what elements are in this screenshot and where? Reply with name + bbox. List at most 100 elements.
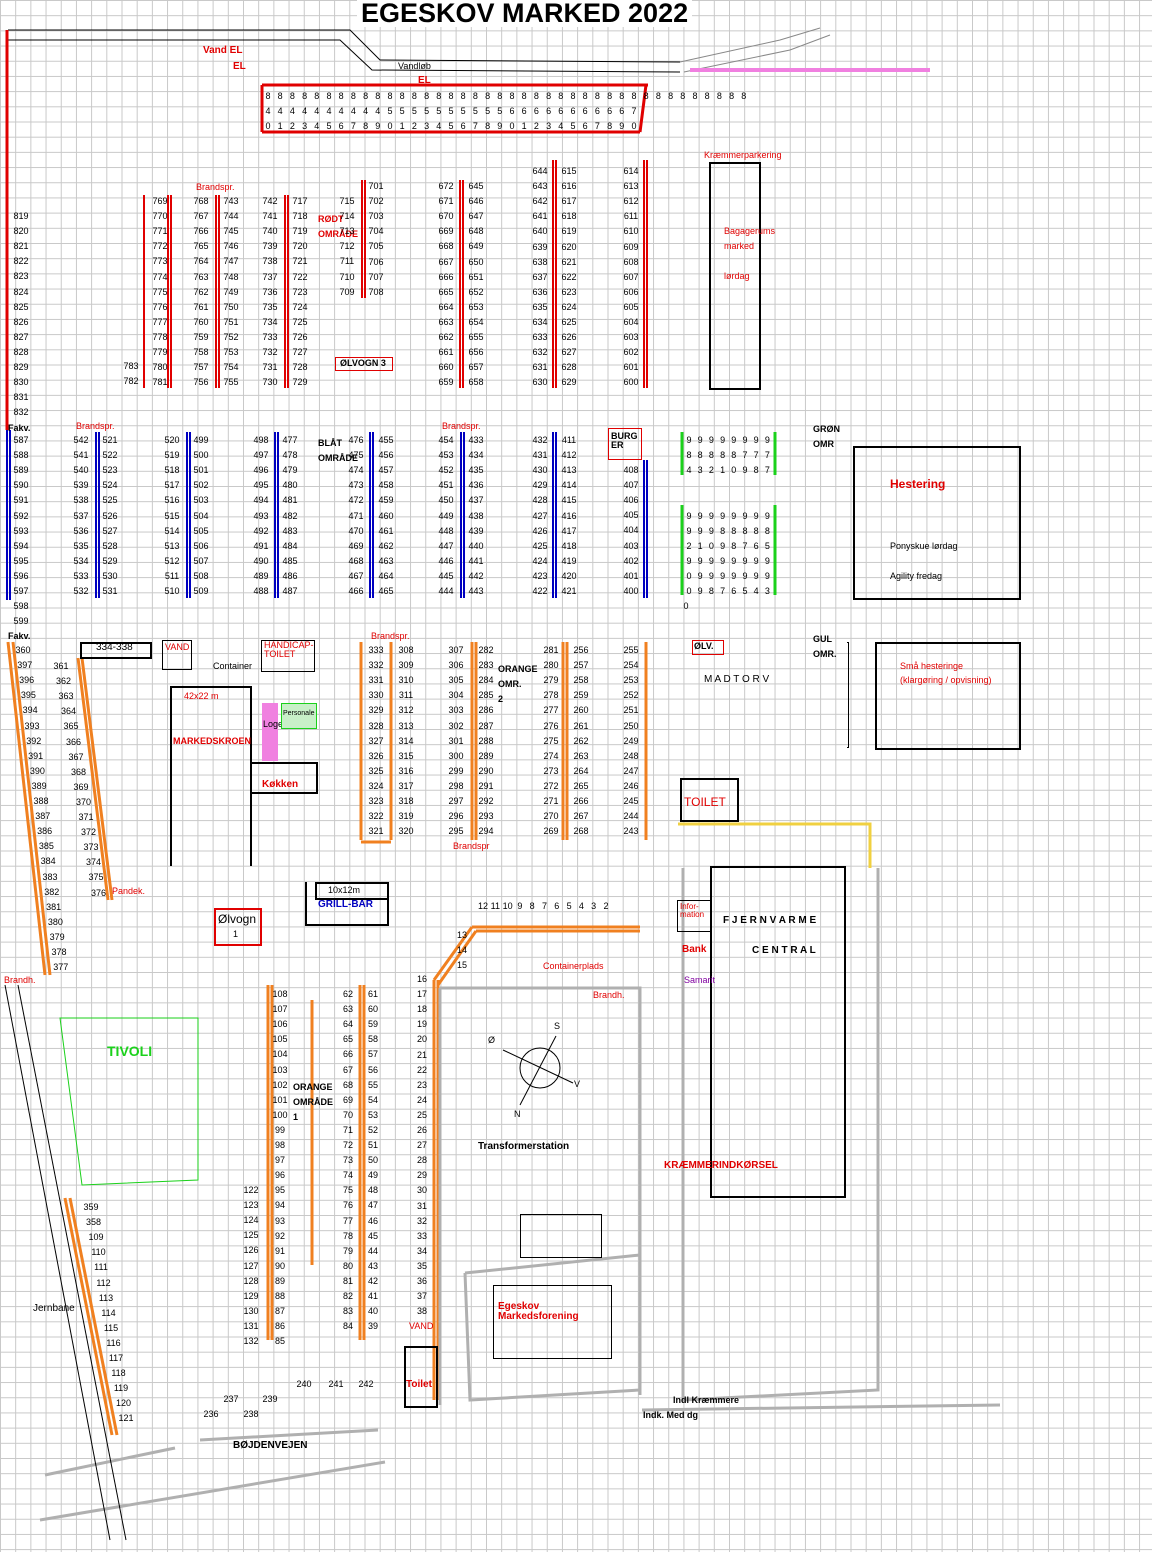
stall-number: 419 (561, 555, 577, 566)
tivoli-label: TIVOLI (107, 1043, 153, 1059)
stall-number: 8 (686, 450, 692, 460)
stall-number: 774 (152, 271, 168, 282)
stall-number: 762 (193, 286, 209, 297)
stall-number: 8 (720, 526, 726, 536)
stall-number: 454 (438, 435, 454, 445)
stall-number: 8 (485, 121, 491, 131)
stall-number: 299 (448, 765, 464, 776)
stall-number: 0 (387, 121, 393, 131)
markedskroen-label: MARKEDSKROEN (173, 736, 252, 746)
stall-number: 95 (274, 1185, 285, 1196)
stall-number: 264 (573, 765, 589, 776)
stall-number: 8 (399, 91, 405, 101)
stall-number: 642 (532, 196, 548, 207)
stall-number: 236 (203, 1409, 219, 1419)
stall-number: 43 (367, 1260, 378, 1271)
stall-number: 713 (339, 226, 355, 237)
stall-number: 9 (697, 526, 703, 536)
stall-number: 386 (37, 826, 53, 837)
handicap-toilet-label: HANDICAP- TOILET (264, 640, 314, 659)
compass-v: V (574, 1079, 581, 1089)
olvogn1-num: 1 (233, 929, 239, 939)
stall-number: 282 (478, 645, 494, 655)
stall-number: 31 (416, 1200, 427, 1211)
stall-number: 710 (339, 271, 355, 282)
stall-number: 611 (623, 211, 639, 222)
stall-number: 401 (623, 570, 639, 581)
stall-number: 655 (468, 332, 484, 342)
stall-number: 637 (532, 271, 548, 282)
stall-number: 102 (272, 1079, 288, 1090)
stall-number: 77 (342, 1215, 353, 1226)
stall-number: 8 (607, 91, 613, 101)
stall-number: 628 (561, 362, 577, 373)
stall-number: 456 (378, 450, 394, 461)
stall-number: 333 (368, 645, 384, 655)
stall-number: 4 (326, 106, 332, 116)
brandh-label: Brandh. (593, 990, 625, 1000)
stall-number: 479 (282, 465, 298, 476)
stall-number: 442 (468, 570, 484, 581)
stall-number: 730 (262, 377, 278, 388)
stall-number: 311 (398, 690, 414, 701)
stall-number: 518 (164, 465, 180, 476)
stall-number: 705 (368, 241, 384, 252)
fjernvarme-label: F J E R N V A R M E (723, 915, 817, 926)
stall-number: 598 (13, 601, 29, 612)
containerplads-label: Containerplads (543, 961, 604, 971)
stall-number: 626 (561, 332, 577, 343)
stall-number: 496 (253, 465, 269, 476)
stall-number: 81 (342, 1275, 353, 1286)
stall-number: 732 (262, 347, 278, 357)
stall-number: 707 (368, 271, 384, 282)
stall-number: 8 (521, 91, 527, 101)
stall-number: 9 (686, 511, 692, 521)
stall-number: 706 (368, 256, 384, 267)
stall-number: 622 (561, 271, 577, 282)
stall-number: 304 (448, 690, 464, 701)
stall-number: 645 (468, 181, 484, 191)
stall-number: 736 (262, 286, 278, 297)
stall-number: 9 (764, 435, 770, 445)
stall-number: 250 (623, 720, 639, 731)
stall-number: 105 (272, 1034, 288, 1045)
stall-number: 480 (282, 480, 298, 491)
stall-number: 608 (623, 256, 639, 267)
stall-number: 541 (73, 450, 89, 461)
stall-number: 300 (448, 750, 464, 761)
stall-number: 3 (424, 121, 430, 131)
stall-number: 316 (398, 765, 414, 776)
stall-number: 319 (398, 811, 414, 822)
compass-s: S (554, 1021, 561, 1031)
bagagerum-area (709, 162, 761, 390)
fjernvarme-area (710, 866, 846, 1198)
stall-number: 9 (731, 435, 737, 445)
stall-number: 8 (338, 91, 344, 101)
stall-number: 242 (358, 1379, 374, 1389)
stall-number: 669 (438, 226, 454, 237)
stall-number: 663 (438, 316, 454, 327)
stall-number: 820 (13, 226, 29, 237)
stall-number: 27 (416, 1140, 427, 1151)
markedsforening-label: Egeskov Markedsforening (498, 1301, 579, 1322)
stall-number: 101 (272, 1094, 288, 1105)
stall-number: 8 (436, 91, 442, 101)
stall-number: 392 (26, 735, 42, 746)
stall-number: 76 (342, 1200, 353, 1211)
stall-number: 5 (411, 106, 417, 116)
stall-number: 672 (438, 181, 454, 191)
stall-number: 629 (561, 377, 577, 388)
stall-number: 131 (243, 1320, 259, 1331)
stall-number: 368 (70, 766, 87, 777)
stall-number: 9 (708, 556, 714, 566)
indl-kraemmere-label: Indl Kræmmere (673, 1395, 740, 1405)
stall-number: 5 (387, 106, 393, 116)
stall-number: 124 (243, 1215, 259, 1226)
stall-number: 237 (223, 1394, 239, 1404)
vand-small-label: VAND (409, 1321, 434, 1331)
pandek-label: Pandek. (112, 886, 146, 896)
stall-number: 326 (368, 750, 384, 761)
stall-number: 467 (348, 570, 364, 581)
stall-number: 68 (342, 1079, 353, 1090)
stall-number: 824 (13, 286, 29, 297)
